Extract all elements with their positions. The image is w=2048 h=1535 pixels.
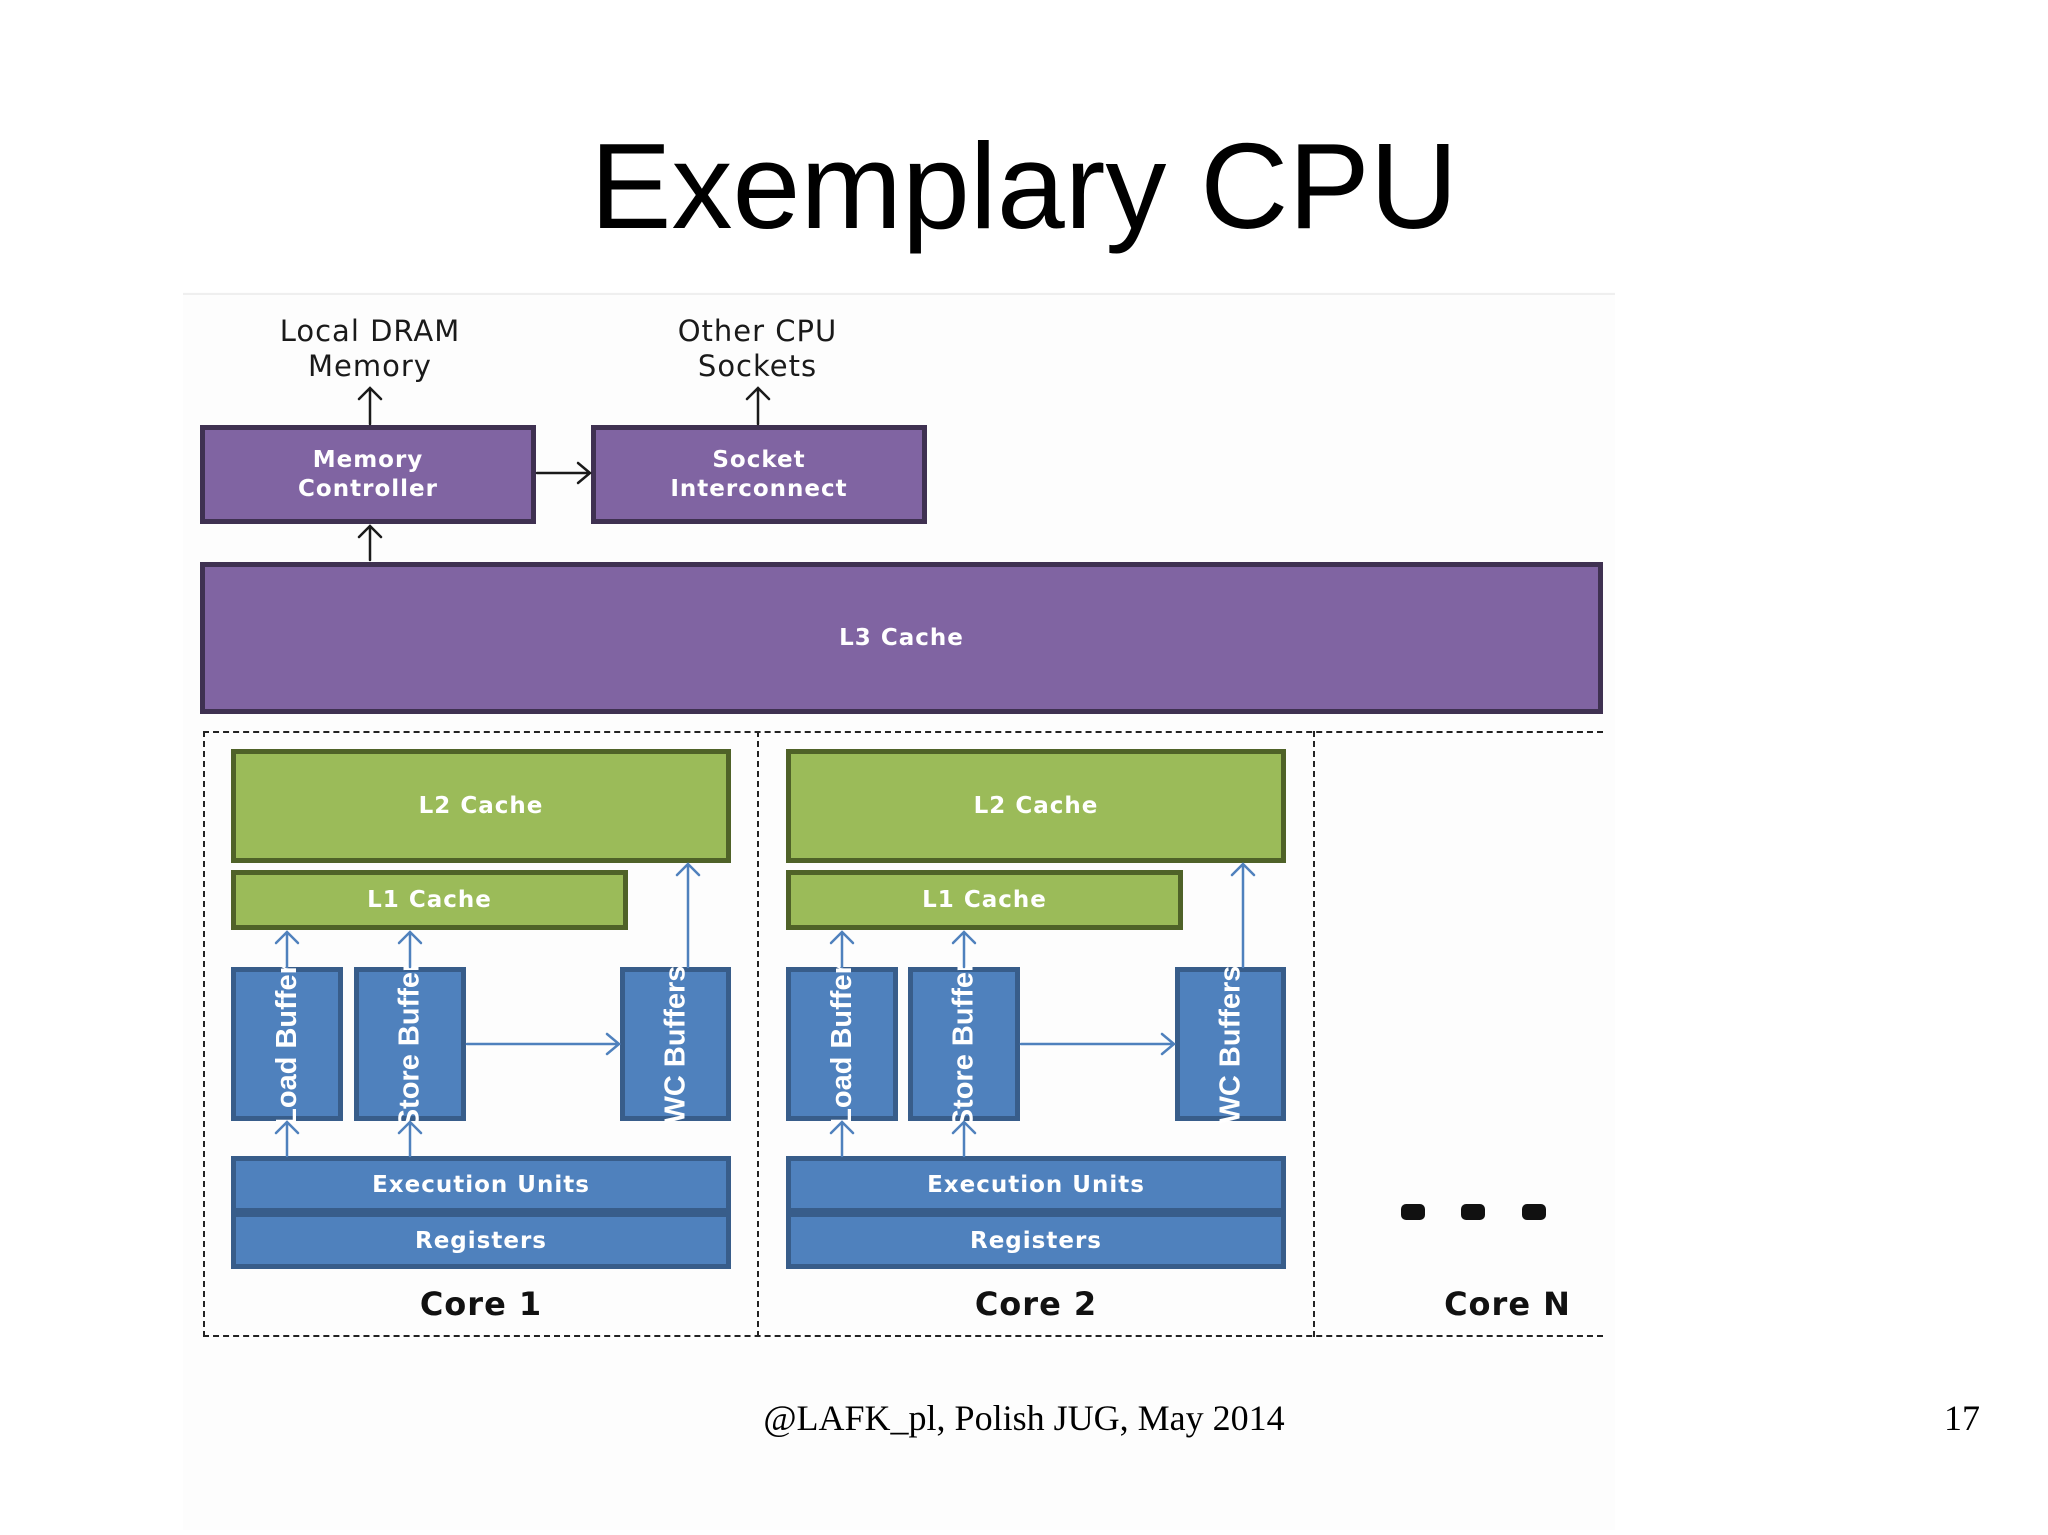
- memory-controller-label: Memory Controller: [298, 446, 438, 502]
- arrow-l3-to-mc: [357, 524, 383, 562]
- core-1-registers-label: Registers: [415, 1227, 547, 1254]
- core-1-left-border: [203, 731, 205, 1337]
- core-frame-bottom-border: [203, 1335, 1603, 1337]
- core-1-arrow-load-to-l1: [274, 930, 300, 969]
- core-frame-top-border: [203, 731, 1603, 733]
- ellipsis-dot-2: [1461, 1204, 1485, 1220]
- core-1-l1-cache: L1 Cache: [231, 870, 628, 930]
- core-2-arrow-store-to-l1: [951, 930, 977, 969]
- core-1-l2-cache: L2 Cache: [231, 749, 731, 863]
- core-2-wc-buffers: WC Buffers: [1175, 965, 1286, 1123]
- core-2-l2-cache-label: L2 Cache: [973, 793, 1099, 819]
- memory-controller-box: Memory Controller: [200, 425, 536, 524]
- slide-footer: @LAFK_pl, Polish JUG, May 2014: [763, 1398, 1285, 1438]
- core-2-l2-cache: L2 Cache: [786, 749, 1286, 863]
- ellipsis-dot-3: [1522, 1204, 1546, 1220]
- l3-cache-box: L3 Cache: [200, 562, 1603, 714]
- local-dram-label: Local DRAM Memory: [279, 314, 461, 383]
- core-2-store-buffer: Store Buffer: [908, 960, 1020, 1128]
- core-1-l2-cache-label: L2 Cache: [418, 793, 544, 819]
- core-2-l1-cache: L1 Cache: [786, 870, 1183, 930]
- core-2-arrow-store-to-wc: [1019, 1032, 1176, 1056]
- core-1-store-buffer: Store Buffer: [354, 960, 466, 1128]
- core-2-registers-label: Registers: [970, 1227, 1102, 1254]
- core-1-arrow-store-to-l1: [397, 930, 423, 969]
- page-number: 17: [1944, 1398, 1980, 1438]
- core-1-arrow-wc-to-l2: [675, 862, 701, 969]
- core-2-label: Core 2: [974, 1285, 1098, 1323]
- core-1-execution-units-label: Execution Units: [372, 1171, 590, 1198]
- core-1-load-buffer: Load Buffer: [231, 963, 343, 1125]
- arrow-si-to-sockets: [745, 386, 771, 426]
- l3-cache-label: L3 Cache: [839, 624, 964, 651]
- core-1-registers: Registers: [231, 1212, 731, 1269]
- core-2-execution-units-label: Execution Units: [927, 1171, 1145, 1198]
- core-2-load-buffer: Load Buffer: [786, 963, 898, 1125]
- core-2-execution-units: Execution Units: [786, 1156, 1286, 1213]
- core-n-label: Core N: [1444, 1285, 1571, 1323]
- slide-title: Exemplary CPU: [590, 118, 1458, 254]
- socket-interconnect-label: Socket Interconnect: [670, 446, 848, 502]
- core-2-arrow-exec-to-store: [951, 1120, 977, 1158]
- other-cpu-sockets-label: Other CPU Sockets: [677, 314, 838, 383]
- core-2-registers: Registers: [786, 1212, 1286, 1269]
- core-2-l1-cache-label: L1 Cache: [922, 887, 1047, 913]
- core-1-arrow-exec-to-load: [274, 1120, 300, 1158]
- core-1-wc-buffers: WC Buffers: [620, 965, 731, 1123]
- core-2-n-divider: [1313, 731, 1315, 1337]
- core-1-execution-units: Execution Units: [231, 1156, 731, 1213]
- core-1-arrow-store-to-wc: [465, 1032, 621, 1056]
- core-1-2-divider: [757, 731, 759, 1337]
- ellipsis-dot-1: [1401, 1204, 1425, 1220]
- core-2-arrow-exec-to-load: [829, 1120, 855, 1158]
- core-2-arrow-load-to-l1: [829, 930, 855, 969]
- core-1-arrow-exec-to-store: [397, 1120, 423, 1158]
- core-1-label: Core 1: [419, 1285, 543, 1323]
- diagram-top-rule: [183, 293, 1615, 295]
- arrow-mc-to-si: [535, 461, 592, 485]
- core-1-l1-cache-label: L1 Cache: [367, 887, 492, 913]
- arrow-mc-to-dram: [357, 386, 383, 426]
- core-2-arrow-wc-to-l2: [1230, 862, 1256, 969]
- socket-interconnect-box: Socket Interconnect: [591, 425, 927, 524]
